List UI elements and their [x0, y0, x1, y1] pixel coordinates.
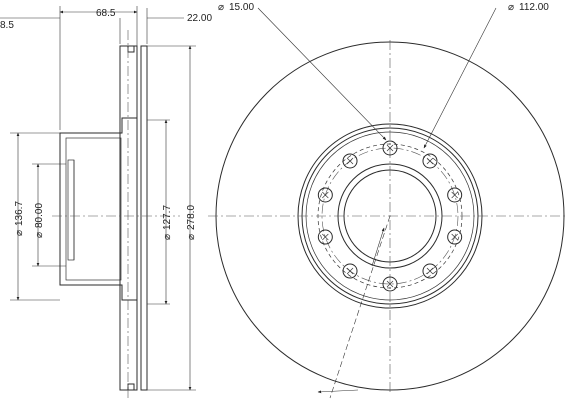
dim-dia-136: 136.7 — [14, 201, 25, 226]
diameter-symbol: ⌀ — [218, 2, 224, 13]
front-view: ⌀ 15.00 ⌀ 112.00 — [208, 2, 566, 399]
bolt-hole — [342, 153, 358, 169]
outer-plate-section — [119, 45, 138, 391]
bolt-hole — [447, 229, 463, 245]
diameter-symbol: ⌀ — [162, 234, 173, 240]
bolt-hole — [382, 276, 398, 292]
bolt-hole — [447, 187, 463, 203]
dim-width-68: 68.5 — [96, 8, 116, 19]
diameter-symbol: ⌀ — [34, 232, 45, 238]
bolt-hole — [382, 140, 398, 156]
bolt-hole — [317, 229, 333, 245]
bolt-hole — [422, 153, 438, 169]
bolt-holes — [317, 140, 463, 292]
diameter-symbol: ⌀ — [186, 234, 197, 240]
diameter-symbol: ⌀ — [508, 2, 514, 13]
dim-left-partial: 8.5 — [0, 20, 14, 31]
dim-pcd: 112.00 — [519, 2, 549, 13]
side-section-view: 68.5 22.00 8.5 ⌀ 136.7 ⌀ 80.00 ⌀ 127 — [0, 6, 212, 398]
dim-dia-80: 80.00 — [34, 203, 45, 228]
diameter-symbol: ⌀ — [14, 230, 25, 236]
hub-section — [59, 117, 138, 301]
dim-width-22: 22.00 — [187, 13, 212, 24]
bolt-hole — [422, 263, 438, 279]
bolt-hole — [342, 263, 358, 279]
dim-dia-127: 127.7 — [162, 205, 173, 230]
bolt-hole — [317, 187, 333, 203]
inner-plate-section — [140, 45, 148, 391]
dim-hole-dia: 15.00 — [229, 2, 254, 13]
dim-dia-278: 278.0 — [186, 205, 197, 230]
